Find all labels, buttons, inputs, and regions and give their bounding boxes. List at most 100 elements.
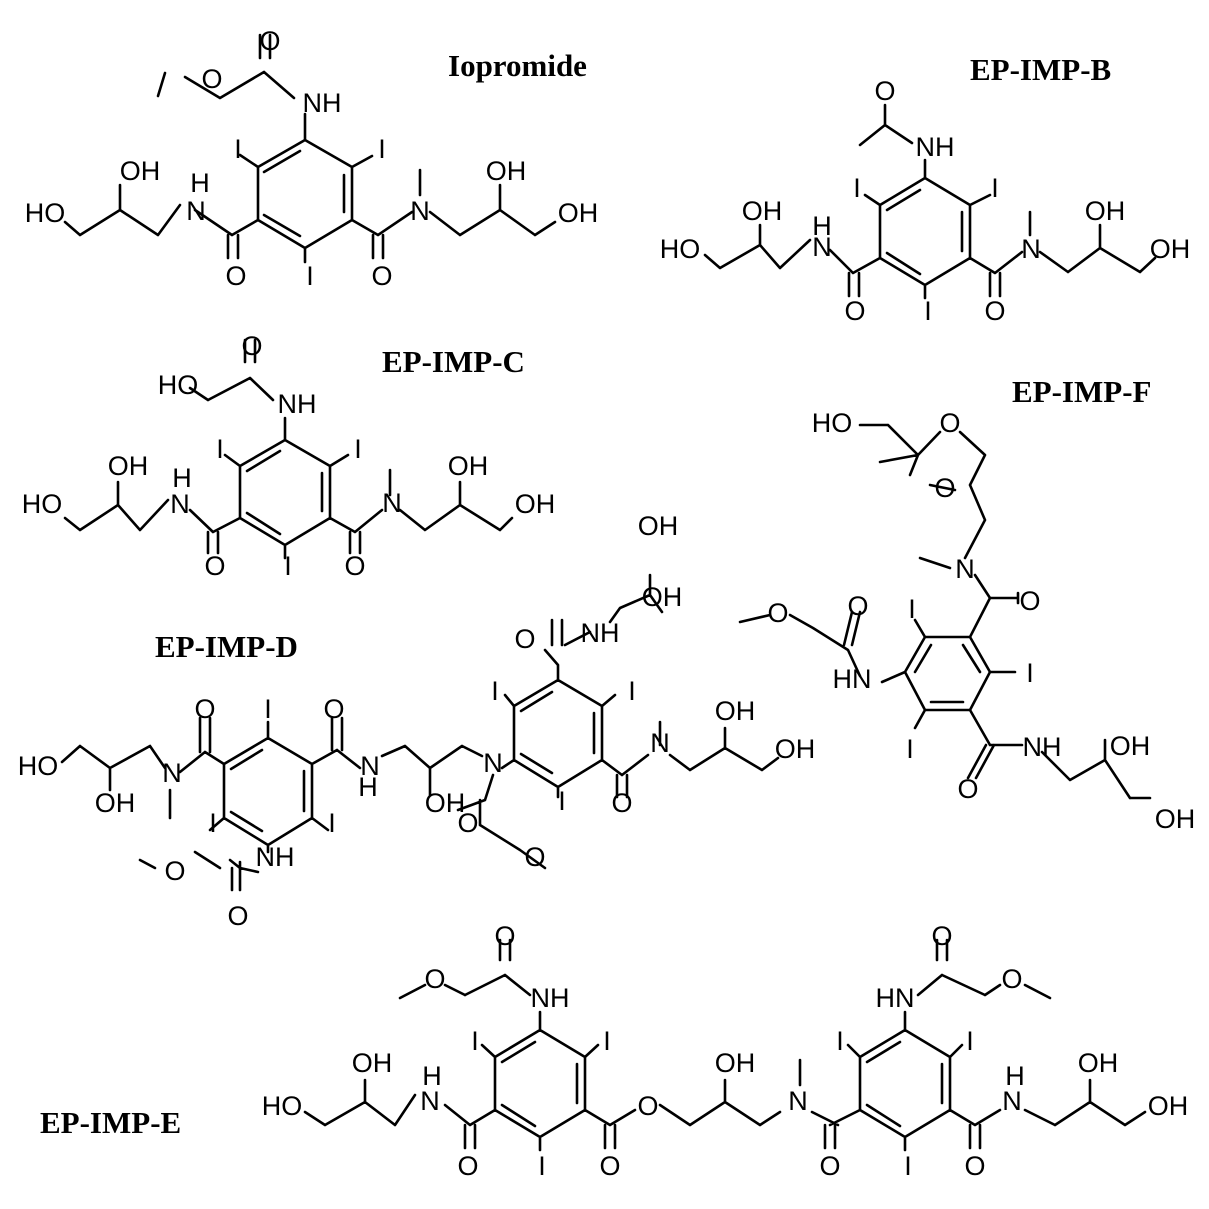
atom-label: OH (352, 1048, 393, 1078)
atom-label: H (1005, 1061, 1025, 1091)
atom-label: I (906, 734, 914, 764)
atom-label: OH (558, 198, 599, 228)
atom-label: N (420, 1086, 440, 1116)
bonds-ep-imp-f (738, 423, 1152, 800)
atom-label: H (812, 211, 832, 241)
atom-label: O (225, 261, 246, 291)
atom-label: I (991, 173, 999, 203)
atom-label: OH (642, 582, 683, 612)
atom-label: O (637, 1091, 658, 1121)
atom-label: O (844, 296, 865, 326)
atom-label: N (1021, 234, 1041, 264)
atom-label: I (209, 808, 217, 838)
atom-label: O (457, 808, 478, 838)
atom-label: I (378, 134, 386, 164)
atom-label: H (422, 1061, 442, 1091)
atom-label: O (819, 1151, 840, 1181)
atom-label: O (1001, 964, 1022, 994)
bonds-ep-imp-d (60, 573, 780, 892)
atom-label: NH (1023, 732, 1062, 762)
atom-label: I (538, 1151, 546, 1181)
atom-label: OH (515, 489, 556, 519)
atom-label: I (491, 676, 499, 706)
atom-label: O (767, 598, 788, 628)
atom-label: O (874, 76, 895, 106)
atom-label: N (483, 748, 503, 778)
atom-label: I (904, 1151, 912, 1181)
atom-label: O (1019, 586, 1040, 616)
atom-label: HN (876, 983, 915, 1013)
atom-label: OH (715, 696, 756, 726)
atom-label: I (966, 1026, 974, 1056)
atom-label: N (186, 196, 206, 226)
atom-label: HN (833, 664, 872, 694)
atom-label: N (360, 751, 380, 781)
atom-label: O (164, 856, 185, 886)
atom-label: I (216, 434, 224, 464)
atom-label: I (603, 1026, 611, 1056)
atom-label: NH (278, 389, 317, 419)
atom-label: OH (715, 1048, 756, 1078)
atom-label: I (836, 1026, 844, 1056)
atom-label: OH (425, 788, 466, 818)
atom-label: I (853, 173, 861, 203)
atom-label: O (371, 261, 392, 291)
atom-label: O (227, 901, 248, 931)
atom-label: HO (22, 489, 63, 519)
structure-ep-imp-f: EP-IMP-F HO O O N O O O I I HN I NH OH O… (738, 374, 1196, 834)
atom-label: OH (742, 196, 783, 226)
atom-label: OH (95, 788, 136, 818)
atom-label: I (354, 434, 362, 464)
atom-label: I (908, 594, 916, 624)
structure-ep-imp-d: EP-IMP-D I OH OH O NH I N OH OH O O I HO… (18, 511, 816, 931)
atom-label: OH (775, 734, 816, 764)
atom-label: N (1002, 1086, 1022, 1116)
atom-label: OH (120, 156, 161, 186)
atom-label: O (457, 1151, 478, 1181)
compound-name-ep-imp-e: EP-IMP-E (40, 1105, 181, 1140)
bonds-ep-imp-c (63, 338, 514, 560)
atom-label: OH (486, 156, 527, 186)
atom-label: N (788, 1086, 808, 1116)
atom-label: O (259, 26, 280, 56)
bonds-ep-imp-e (303, 938, 1147, 1152)
atom-label: HO (18, 751, 59, 781)
structure-iopromide: Iopromide O O NH I I OH H N HO N OH OH O… (25, 26, 599, 291)
atom-label: OH (638, 511, 679, 541)
atom-label: HO (262, 1091, 303, 1121)
atom-label: O (957, 774, 978, 804)
atom-label: HO (812, 408, 853, 438)
bonds-ep-imp-b (703, 103, 1157, 300)
atom-label: I (328, 808, 336, 838)
atom-label: N (162, 758, 182, 788)
atom-label: OH (448, 451, 489, 481)
atom-label: O (514, 624, 535, 654)
atom-label: O (494, 921, 515, 951)
atom-label: OH (1155, 804, 1196, 834)
compound-name-iopromide: Iopromide (448, 48, 587, 83)
compound-name-ep-imp-f: EP-IMP-F (1012, 374, 1151, 409)
atom-label: I (628, 676, 636, 706)
atom-label: OH (1110, 731, 1151, 761)
atom-label: H (172, 463, 192, 493)
atom-label: O (194, 694, 215, 724)
atom-label: I (234, 134, 242, 164)
atom-label: OH (1150, 234, 1191, 264)
atom-label: O (323, 694, 344, 724)
atom-label: O (201, 64, 222, 94)
atom-label: I (471, 1026, 479, 1056)
atom-label: N (812, 232, 832, 262)
atom-label: O (964, 1151, 985, 1181)
atom-label: HO (660, 234, 701, 264)
atom-label: O (931, 921, 952, 951)
atom-label: O (424, 964, 445, 994)
atom-label: OH (108, 451, 149, 481)
atom-label: OH (1148, 1091, 1189, 1121)
compound-name-ep-imp-d: EP-IMP-D (155, 629, 298, 664)
atom-label: NH (256, 842, 295, 872)
bonds-iopromide (63, 33, 557, 264)
atom-label: O (611, 788, 632, 818)
atom-label: I (924, 296, 932, 326)
